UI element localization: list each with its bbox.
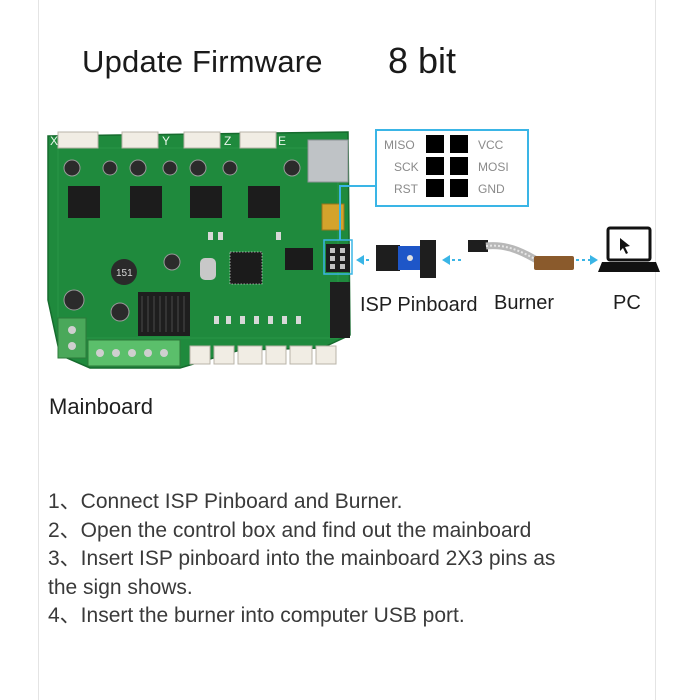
- step-2: 2、Open the control box and find out the …: [48, 518, 532, 542]
- isp-pinboard-image: [376, 240, 436, 278]
- mainboard-image: X Y Z E 151: [47, 131, 353, 369]
- isp-pinboard-label: ISP Pinboard: [360, 294, 478, 316]
- mainboard-label: Mainboard: [49, 394, 153, 419]
- pinout-connector-line: [339, 185, 376, 240]
- pin-label-gnd: GND: [478, 182, 505, 196]
- frame-line-left: [38, 0, 39, 700]
- flow-arrows: [356, 255, 598, 265]
- axis-letter-e: E: [278, 134, 286, 148]
- axis-letter-z: Z: [224, 134, 231, 148]
- axis-letter-x: X: [50, 134, 58, 148]
- step-3-continued: the sign shows.: [48, 575, 193, 599]
- pc-label: PC: [613, 292, 641, 314]
- step-3: 3、Insert ISP pinboard into the mainboard…: [48, 547, 556, 570]
- axis-letter-y: Y: [162, 134, 170, 148]
- pc-icon: [598, 226, 660, 272]
- burner-label: Burner: [494, 292, 555, 314]
- page-subtitle: 8 bit: [388, 40, 457, 81]
- step-1: 1、Connect ISP Pinboard and Burner.: [48, 490, 403, 513]
- pin-label-rst: RST: [394, 182, 418, 196]
- frame-line-right: [655, 0, 656, 700]
- step-4: 4、Insert the burner into computer USB po…: [48, 604, 465, 627]
- chip-label: 151: [116, 268, 133, 279]
- instruction-steps: 1、Connect ISP Pinboard and Burner. 2、Ope…: [48, 488, 648, 631]
- pin-label-miso: MISO: [384, 138, 415, 152]
- pin-label-vcc: VCC: [478, 138, 504, 152]
- isp-pinout-box: [375, 129, 529, 207]
- pin-label-mosi: MOSI: [478, 160, 509, 174]
- pin-label-sck: SCK: [394, 160, 419, 174]
- burner-image: [468, 240, 574, 270]
- page-title: Update Firmware: [82, 44, 323, 79]
